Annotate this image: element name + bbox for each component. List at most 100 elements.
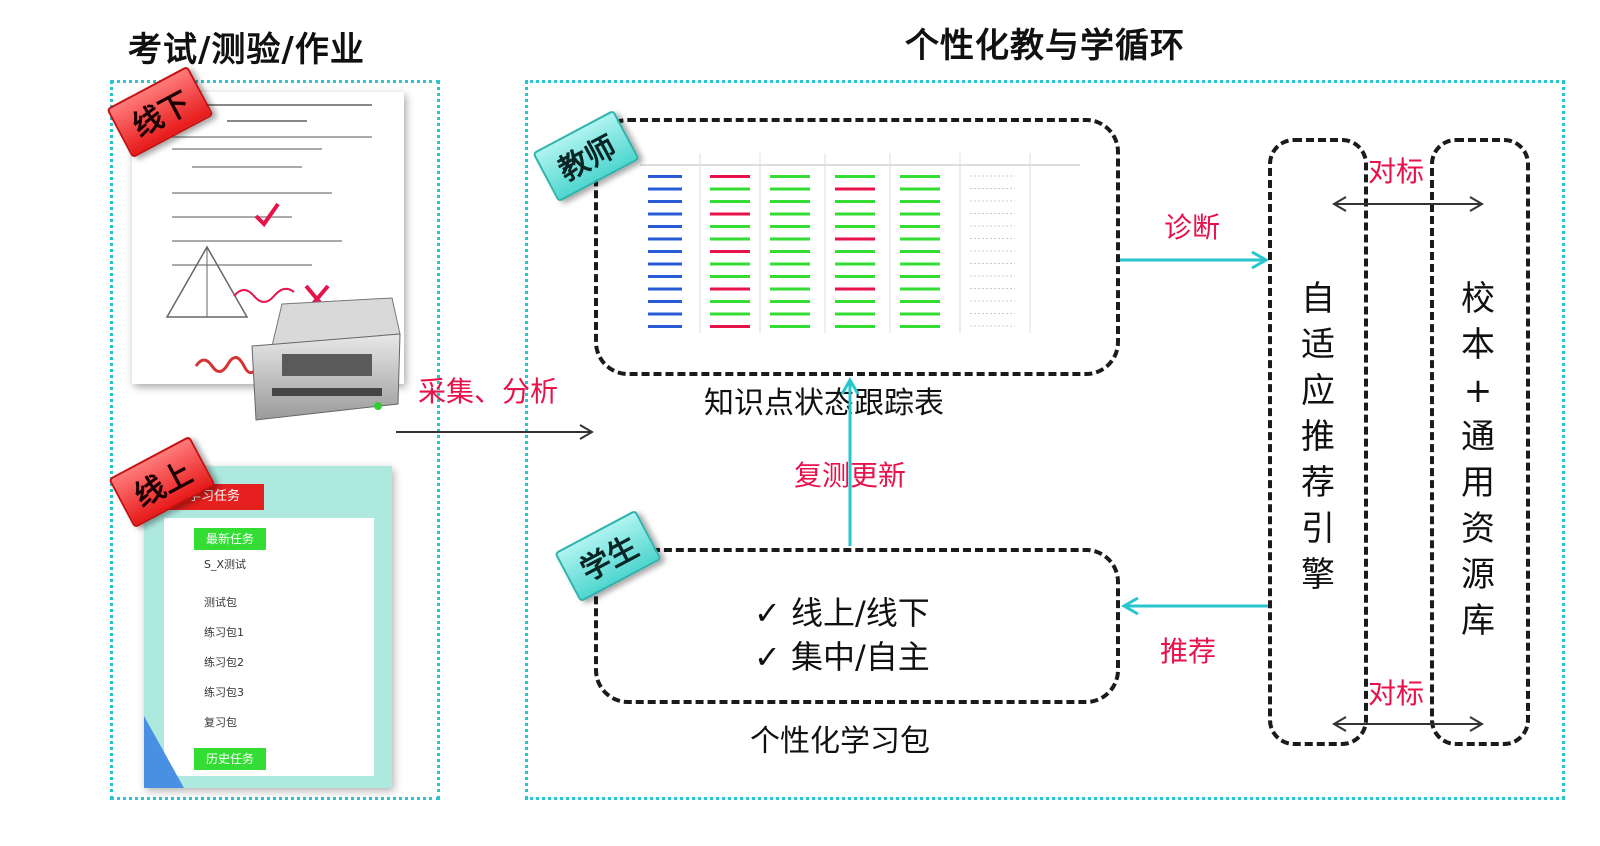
benchmark-bottom-label: 对标 (1368, 677, 1425, 710)
engine-label: 自适应推荐引擎 (1301, 279, 1335, 595)
table-cell-mark (710, 312, 750, 316)
collect-arrow (396, 424, 594, 440)
table-cell-mark (835, 237, 875, 241)
diagnose-label: 诊断 (1164, 211, 1221, 244)
scanner-icon (251, 297, 401, 421)
table-cell-mark (770, 250, 810, 253)
table-cell-mark (900, 312, 940, 316)
history-task-button[interactable]: 历史任务 (194, 748, 266, 770)
table-cell-mark (710, 250, 750, 253)
table-cell-mark (900, 225, 940, 228)
list-item[interactable]: 练习包3 (204, 686, 244, 699)
triangle-figure (165, 245, 249, 318)
table-row-label (648, 262, 682, 266)
table-cell-mark (770, 262, 810, 266)
table-row-label (648, 250, 682, 253)
table-cell-mark (710, 262, 750, 266)
engine-column (1268, 138, 1368, 746)
diagnose-arrow (1120, 250, 1270, 270)
table-cell-mark (770, 237, 810, 241)
table-cell-mark (900, 187, 940, 191)
right-frame (525, 80, 1565, 800)
table-cell-mark (710, 237, 750, 241)
table-cell-mark (710, 287, 750, 291)
table-row-label (648, 300, 682, 303)
table-cell-mark (835, 175, 875, 178)
table-cell-mark (835, 225, 875, 228)
knowledge-table-caption: 知识点状态跟踪表 (704, 386, 944, 421)
table-row-label (648, 237, 682, 241)
left-title: 考试/测验/作业 (128, 30, 365, 70)
table-cell-mark (900, 275, 940, 278)
table-cell-mark (835, 287, 875, 291)
table-cell-mark (900, 262, 940, 266)
right-title: 个性化教与学循环 (905, 26, 1185, 66)
red-check-icon (254, 202, 280, 228)
table-cell-mark (770, 312, 810, 316)
table-cell-mark (900, 287, 940, 291)
student-box (594, 548, 1120, 704)
table-cell-mark (835, 300, 875, 303)
table-cell-mark (835, 187, 875, 191)
table-cell-mark (900, 300, 940, 303)
table-cell-mark (835, 250, 875, 253)
panel-corner-decor (144, 716, 184, 788)
table-cell-mark (770, 212, 810, 216)
table-row-label (648, 287, 682, 291)
panel-list: 最新任务 S_X测试 测试包 练习包1 练习包2 练习包3 复习包 历史任务 (164, 518, 374, 776)
table-cell-mark (710, 325, 750, 328)
student-item-1: ✓ 线上/线下 (754, 594, 930, 632)
table-cell-mark (770, 175, 810, 178)
table-cell-mark (900, 200, 940, 203)
table-cell-mark (835, 325, 875, 328)
table-cell-mark (770, 300, 810, 303)
benchmark-top-label: 对标 (1368, 155, 1425, 188)
table-cell-mark (770, 187, 810, 191)
learning-pack-caption: 个性化学习包 (750, 724, 930, 759)
table-row-label (648, 275, 682, 278)
list-item[interactable]: S_X测试 (204, 558, 247, 571)
table-cell-mark (900, 175, 940, 178)
table-cell-mark (835, 275, 875, 278)
table-row-label (648, 200, 682, 203)
table-cell-mark (900, 250, 940, 253)
recommend-arrow (1120, 596, 1270, 616)
table-cell-mark (710, 200, 750, 203)
table-cell-mark (770, 225, 810, 228)
knowledge-table (640, 145, 1080, 335)
benchmark-top-arrow (1332, 196, 1484, 212)
table-cell-mark (710, 275, 750, 278)
retest-arrow (840, 376, 860, 546)
table-row-label (648, 312, 682, 316)
table-cell-mark (835, 262, 875, 266)
table-cell-mark (710, 300, 750, 303)
library-label: 校本+通用资源库 (1461, 279, 1495, 641)
table-row-label (648, 187, 682, 191)
list-item[interactable]: 测试包 (204, 596, 237, 609)
table-cell-mark (770, 287, 810, 291)
table-cell-mark (710, 212, 750, 216)
teacher-box (594, 118, 1120, 376)
online-panel: 学习任务 最新任务 S_X测试 测试包 练习包1 练习包2 练习包3 复习包 历… (138, 466, 392, 788)
table-cell-mark (900, 237, 940, 241)
signature-icon (194, 356, 262, 374)
recommend-label: 推荐 (1160, 635, 1217, 668)
table-cell-mark (835, 212, 875, 216)
library-column (1430, 138, 1530, 746)
benchmark-bottom-arrow (1332, 716, 1484, 732)
student-item-2: ✓ 集中/自主 (754, 638, 930, 676)
table-cell-mark (710, 175, 750, 178)
left-frame (110, 80, 440, 800)
latest-task-button[interactable]: 最新任务 (194, 528, 266, 550)
table-cell-mark (770, 325, 810, 328)
table-row-label (648, 212, 682, 216)
table-cell-mark (710, 187, 750, 191)
table-cell-mark (770, 200, 810, 203)
list-item[interactable]: 复习包 (204, 716, 237, 729)
list-item[interactable]: 练习包2 (204, 656, 244, 669)
table-cell-mark (770, 275, 810, 278)
table-row-label (648, 325, 682, 328)
list-item[interactable]: 练习包1 (204, 626, 244, 639)
table-cell-mark (900, 325, 940, 328)
table-cell-mark (835, 312, 875, 316)
